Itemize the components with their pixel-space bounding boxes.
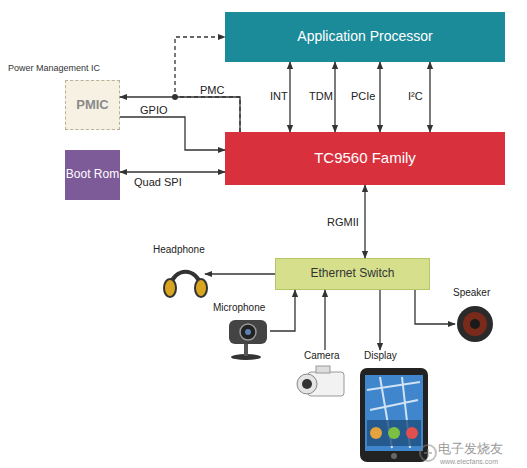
watermark: www.elecfans.com (440, 458, 498, 466)
signal-name: GPIO (140, 104, 168, 116)
signal-name: PCIe (351, 90, 375, 102)
signal-connector (379, 62, 380, 132)
signal-connector (415, 290, 455, 324)
signal-connector (270, 290, 295, 331)
node-label: Power Management IC (8, 64, 100, 74)
signal-connector (289, 62, 290, 132)
node-label: Application Processor (297, 29, 432, 44)
switch-box: Ethernet Switch (275, 258, 430, 290)
signal-connector (324, 290, 325, 350)
node-label: Speaker (453, 287, 490, 298)
node-label: Boot Rom (66, 168, 119, 181)
display-icon (360, 368, 428, 462)
signal-name: PMC (200, 84, 224, 96)
signal-name: INT (270, 90, 288, 102)
node-label: Ethernet Switch (310, 267, 394, 280)
signal-connector (205, 273, 275, 274)
boot-rom-box: Boot Rom (65, 150, 120, 200)
camera-icon (297, 366, 344, 396)
microphone-icon (229, 320, 267, 360)
junction-dot (172, 94, 178, 100)
signal-name: RGMII (327, 216, 359, 228)
signal-connector (120, 117, 225, 150)
node-label: PMIC (76, 98, 109, 112)
watermark-logo (420, 445, 436, 461)
node-label: Display (364, 350, 397, 361)
signal-connector (364, 185, 365, 258)
pmic-box: Power Management ICPMIC (65, 80, 120, 130)
signal-connector (379, 290, 380, 350)
headphone-icon (164, 272, 207, 297)
controller-box: TC9560 Family (225, 132, 505, 185)
microphone-device: Microphone (226, 318, 270, 360)
node-label: Microphone (213, 302, 265, 313)
signal-name: TDM (309, 90, 333, 102)
signal-name: I²C (408, 90, 423, 102)
signal-connector (175, 37, 240, 132)
speaker-device: Speaker (455, 305, 495, 343)
signal-connector (120, 97, 240, 132)
signal-connector (429, 62, 430, 132)
node-label: TC9560 Family (314, 150, 416, 167)
watermark: 电子发烧友 (438, 442, 503, 456)
processor-box: Application Processor (225, 12, 505, 62)
signal-connector (120, 171, 225, 172)
node-label: Headphone (153, 244, 205, 255)
camera-device: Camera (298, 350, 348, 402)
signal-connector (334, 62, 335, 132)
node-label: Camera (304, 350, 340, 361)
headphone-device: Headphone (165, 262, 205, 298)
display-device: Display (358, 350, 430, 462)
signal-name: Quad SPI (134, 176, 182, 188)
speaker-icon (457, 306, 493, 342)
